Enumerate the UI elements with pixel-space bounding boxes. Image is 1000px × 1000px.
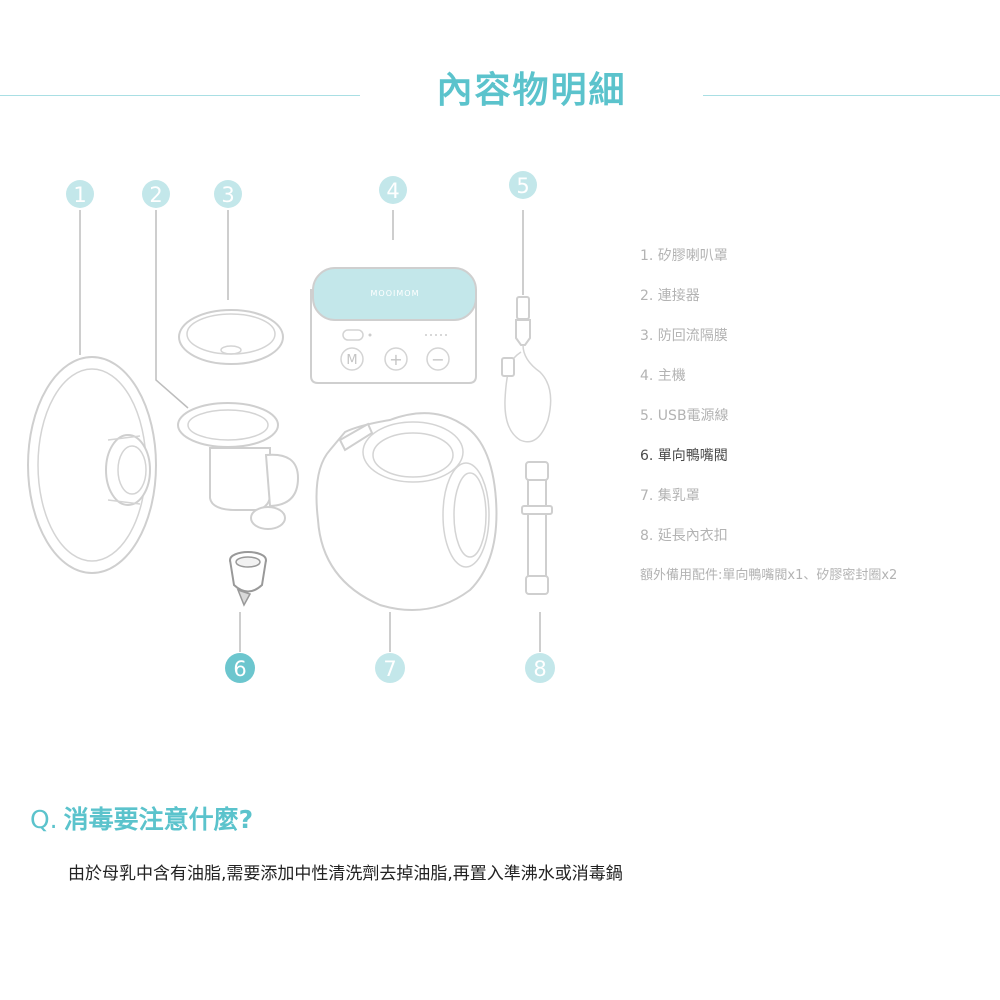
leader-line-2 [155, 210, 189, 409]
parts-list-item-5: 5. USB電源線 [640, 408, 729, 424]
number-badge-1: 1 [66, 180, 94, 208]
faq-answer: 由於母乳中含有油脂,需要添加中性清洗劑去掉油脂,再置入準沸水或消毒鍋 [68, 864, 623, 884]
parts-list-item-7: 7. 集乳罩 [640, 488, 700, 504]
connector-part [177, 402, 300, 530]
title-rule-left [0, 95, 360, 96]
parts-list: 1. 矽膠喇叭罩 2. 連接器 3. 防回流隔膜 4. 主機 5. USB電源線… [640, 243, 897, 603]
milk-collector-part [315, 412, 498, 611]
svg-text:2: 2 [149, 183, 162, 207]
number-badge-2: 2 [142, 180, 170, 208]
svg-text:7: 7 [383, 657, 396, 681]
page-title: 內容物明細 [436, 70, 627, 111]
svg-text:1: 1 [73, 183, 86, 207]
mode-button [340, 347, 364, 371]
faq-question: Q.消毒要注意什麼? [30, 800, 253, 840]
membrane-part [178, 309, 284, 365]
svg-text:6: 6 [233, 657, 246, 681]
number-badge-3: 3 [214, 180, 242, 208]
motor-unit-part: MOOIMOM M + − [310, 267, 477, 384]
svg-text:5: 5 [516, 174, 529, 198]
number-badge-8: 8 [525, 653, 555, 683]
plus-button-label: + [389, 350, 402, 369]
parts-list-item-4: 4. 主機 [640, 368, 686, 384]
number-badge-6: 6 [225, 653, 255, 683]
svg-text:3: 3 [221, 183, 234, 207]
number-badge-7: 7 [375, 653, 405, 683]
parts-list-item-2: 2. 連接器 [640, 288, 700, 304]
duckbill-valve-part [229, 551, 267, 607]
number-badge-4: 4 [379, 176, 407, 204]
mode-button-label: M [346, 353, 357, 368]
plus-button [384, 347, 408, 371]
faq-question-prefix: Q. [30, 805, 58, 834]
spare-parts-note: 額外備用配件:單向鴨嘴閥x1、矽膠密封圈x2 [640, 568, 898, 583]
svg-text:8: 8 [533, 657, 546, 681]
silicone-flange-part [27, 356, 157, 574]
brand-logo: MOOIMOM [371, 289, 420, 298]
parts-list-item-8: 8. 延長內衣扣 [640, 528, 728, 544]
title-rule-right [703, 95, 1000, 96]
minus-button [426, 347, 450, 371]
minus-button-label: − [431, 350, 444, 369]
usb-cable-part [501, 296, 552, 443]
extension-strap-part [521, 461, 553, 595]
number-badge-5: 5 [509, 171, 537, 199]
parts-list-item-1: 1. 矽膠喇叭罩 [640, 248, 728, 264]
svg-text:4: 4 [386, 179, 399, 203]
parts-list-item-6: 6. 單向鴨嘴閥 [640, 448, 728, 464]
faq-question-text: 消毒要注意什麼? [63, 805, 254, 834]
power-icon [342, 329, 364, 341]
parts-list-item-3: 3. 防回流隔膜 [640, 328, 728, 344]
